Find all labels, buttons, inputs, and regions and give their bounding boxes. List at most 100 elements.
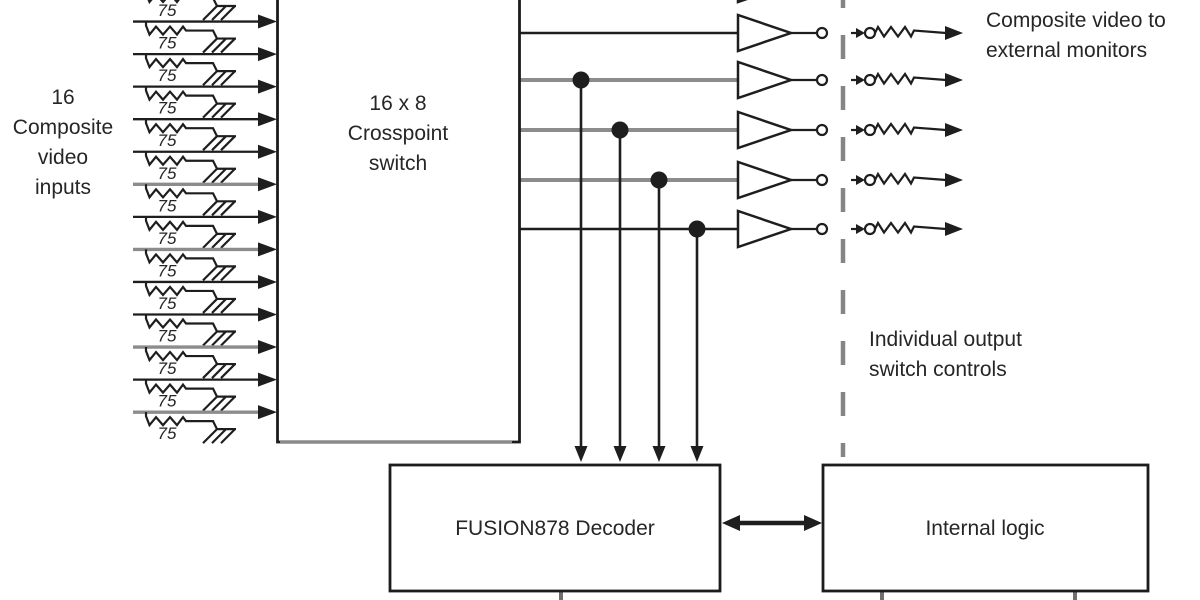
switch-contact-icon xyxy=(815,173,829,187)
internal-logic-box xyxy=(821,463,1150,593)
termination-value-label: 75 xyxy=(158,392,177,411)
termination-resistor xyxy=(144,119,218,137)
decoder-box xyxy=(388,463,722,593)
termination-value-label: 75 xyxy=(158,1,177,20)
switch-controls-label-line: switch controls xyxy=(869,358,1007,381)
termination-resistor xyxy=(144,249,218,267)
input-arrowhead xyxy=(258,209,277,224)
buffer-amplifier-icon xyxy=(736,209,795,249)
termination-value-label: 75 xyxy=(158,229,177,248)
output-arrowhead xyxy=(945,26,963,40)
decoder-logic-bus-arrow xyxy=(722,515,822,531)
outputs-label: Composite video to external monitors xyxy=(986,9,1166,62)
input-arrowhead xyxy=(258,79,277,94)
switch-contact-icon xyxy=(815,26,829,40)
input-arrowhead xyxy=(258,14,277,29)
ground-icon xyxy=(202,70,236,86)
termination-resistor xyxy=(144,184,218,202)
termination-value-label: 75 xyxy=(158,424,177,443)
ground-icon xyxy=(202,330,236,347)
input-arrowhead xyxy=(258,372,277,387)
termination-value-label: 75 xyxy=(158,327,177,346)
series-resistor xyxy=(874,24,947,39)
junction-dot xyxy=(650,171,668,189)
input-arrowhead xyxy=(258,340,277,355)
ground-icon xyxy=(202,297,236,314)
switch-controls-label-line: Individual output xyxy=(869,328,1022,351)
switch-contact-icon xyxy=(815,222,829,236)
inputs-label-line: video xyxy=(38,146,88,169)
switch-controls-label: Individual output switch controls xyxy=(869,328,1022,381)
buffer-amplifier-icon xyxy=(736,60,795,100)
junction-dot xyxy=(572,71,590,89)
switch-contact-icon xyxy=(863,123,877,137)
termination-resistor xyxy=(144,281,218,300)
decoder-arrowhead xyxy=(613,446,627,462)
ground-icon xyxy=(202,4,236,21)
termination-resistor xyxy=(144,216,218,235)
input-arrowhead xyxy=(258,242,277,257)
switch-arm-arrowhead xyxy=(856,125,865,135)
crosspoint-label-line: Crosspoint xyxy=(348,122,449,145)
termination-value-label: 75 xyxy=(158,196,177,215)
junction-dot xyxy=(611,121,629,139)
switch-contact-icon xyxy=(863,26,877,40)
output-arrowhead xyxy=(945,173,963,187)
buffer-amplifier-icon xyxy=(736,13,795,53)
input-arrowhead xyxy=(258,405,277,420)
inputs-label-line: Composite xyxy=(13,116,113,139)
termination-value-label: 75 xyxy=(158,99,177,118)
outputs-label-line: external monitors xyxy=(986,39,1147,62)
inputs-label-line: inputs xyxy=(35,176,91,199)
ground-icon xyxy=(202,265,236,282)
switch-contact-icon xyxy=(815,73,829,87)
decoder-arrowhead xyxy=(574,446,588,462)
input-arrowhead xyxy=(258,274,277,289)
switch-arm-arrowhead xyxy=(856,75,865,85)
switch-arm-arrowhead xyxy=(856,224,865,234)
buffer-amplifier-icon xyxy=(736,160,795,200)
input-arrowhead xyxy=(258,177,277,192)
ground-icon xyxy=(202,167,236,184)
ground-icon xyxy=(202,232,236,249)
termination-resistor xyxy=(144,314,218,332)
termination-resistor xyxy=(144,54,218,72)
termination-value-label: 75 xyxy=(158,294,177,313)
input-arrowhead xyxy=(258,112,277,127)
ground-icon xyxy=(202,395,236,412)
internal-logic-label: Internal logic xyxy=(925,517,1044,540)
termination-resistor xyxy=(144,21,218,40)
termination-value-label: 75 xyxy=(158,261,177,280)
switch-contact-icon xyxy=(863,73,877,87)
series-resistor xyxy=(874,220,947,235)
crosspoint-label-line: switch xyxy=(369,152,427,175)
ground-icon xyxy=(202,362,236,379)
crosspoint-label: 16 x 8 Crosspoint switch xyxy=(348,92,449,175)
output-arrowhead xyxy=(945,123,963,137)
series-resistor xyxy=(874,71,947,86)
ground-icon xyxy=(202,428,236,444)
switch-contact-icon xyxy=(815,123,829,137)
series-resistor xyxy=(874,171,947,186)
switch-arm-arrowhead xyxy=(856,175,865,185)
crosspoint-label-line: 16 x 8 xyxy=(369,92,426,115)
input-arrowhead xyxy=(258,144,277,159)
ground-icon xyxy=(202,102,236,119)
switch-contact-icon xyxy=(863,222,877,236)
input-arrowhead xyxy=(258,47,277,62)
crosspoint-switch-box xyxy=(276,0,521,444)
output-arrowhead xyxy=(945,222,963,236)
termination-value-label: 75 xyxy=(158,131,177,150)
junction-dot xyxy=(688,220,706,238)
ground-icon xyxy=(202,135,236,151)
output-arrowhead xyxy=(945,73,963,87)
inputs-label-line: 16 xyxy=(51,86,74,109)
termination-value-label: 75 xyxy=(158,66,177,85)
termination-value-label: 75 xyxy=(158,164,177,183)
decoder-arrowhead xyxy=(652,446,666,462)
termination-resistor xyxy=(144,412,218,430)
inputs-label: 16 Composite video inputs xyxy=(13,86,113,199)
input-arrowhead xyxy=(258,307,277,322)
buffer-amplifier-icon xyxy=(736,0,748,4)
termination-resistor xyxy=(144,379,218,398)
